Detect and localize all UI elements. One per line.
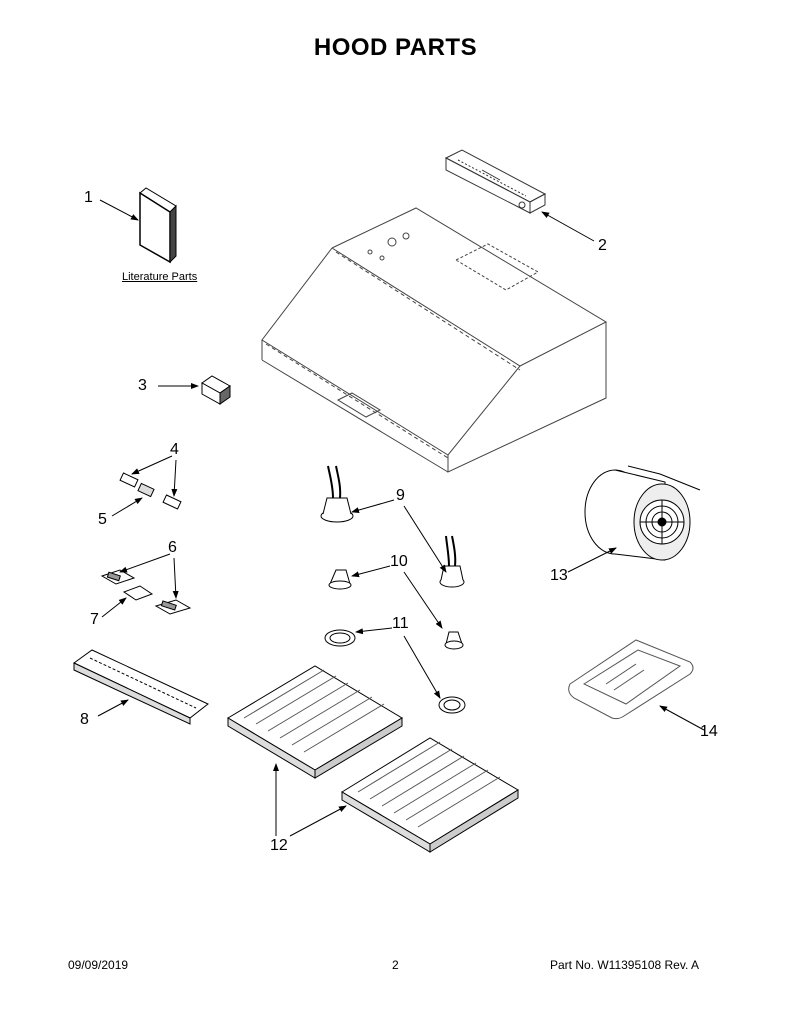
bulb-parts [329,570,463,649]
lamp-socket-parts [321,466,464,587]
literature-parts-label: Literature Parts [122,271,198,283]
callout-4: 4 [170,441,179,458]
callout-1: 1 [84,189,93,206]
small-box-part [202,376,230,404]
blower-motor-part [585,466,700,560]
callout-13: 13 [550,567,568,584]
callout-12: 12 [270,837,288,854]
callout-14: 14 [700,723,718,740]
footer-part-number: Part No. W11395108 Rev. A [550,958,699,972]
callout-6: 6 [168,539,177,556]
callout-2: 2 [598,237,607,254]
range-hood-body [262,208,606,472]
footer-date: 09/09/2019 [68,958,129,972]
charcoal-filter-part [569,640,693,719]
callout-3: 3 [138,377,147,394]
callout-leaders [98,200,704,836]
callout-7: 7 [90,611,99,628]
callout-8: 8 [80,711,89,728]
clip-parts [102,570,190,614]
grease-filter-parts [228,666,518,852]
junction-box-part [446,150,545,213]
callout-10: 10 [390,553,408,570]
footer-page-number: 2 [392,958,399,972]
callout-5: 5 [98,511,107,528]
connector-parts [120,473,181,509]
literature-booklet [140,188,176,262]
light-bar-part [74,650,208,724]
page-title: HOOD PARTS [313,34,478,61]
lens-ring-parts [325,630,465,713]
callout-11: 11 [392,615,409,632]
callout-9: 9 [396,487,405,504]
